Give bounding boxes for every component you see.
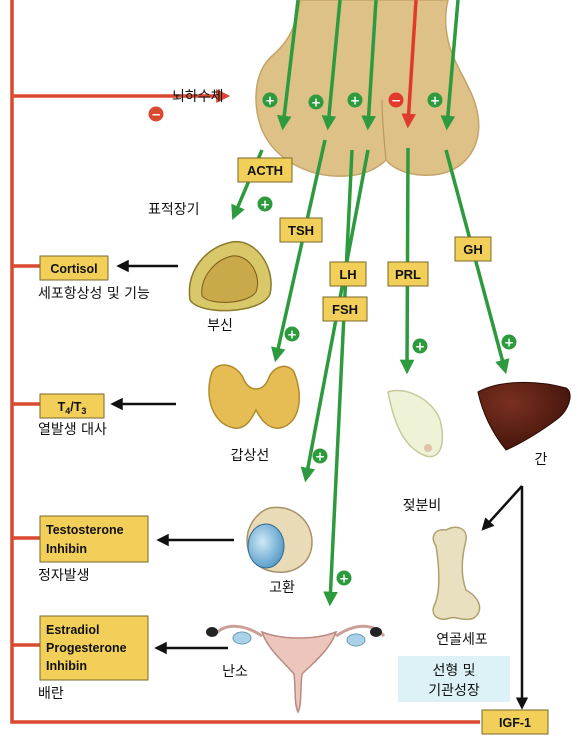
svg-text:−: − [391, 94, 401, 108]
adrenal-gland-illustration [189, 242, 271, 311]
svg-text:+: + [430, 94, 440, 108]
cortisol-effect-label: 세포항상성 및 기능 [38, 286, 150, 302]
chondrocyte-bone-illustration [433, 527, 479, 619]
svg-text:+: + [504, 336, 514, 350]
target-organ-label: 표적장기 [148, 202, 200, 218]
minus-sign: − [389, 93, 404, 108]
svg-text:기관성장: 기관성장 [428, 683, 480, 699]
svg-text:Cortisol: Cortisol [50, 262, 97, 276]
svg-text:FSH: FSH [332, 302, 358, 317]
hormone-box-tsh: TSH [280, 218, 322, 242]
chondrocyte-label: 연골세포 [436, 632, 488, 648]
thyroid-label: 갑상선 [231, 448, 270, 464]
hormone-box-prl: PRL [388, 262, 428, 286]
minus-sign: − [149, 107, 164, 122]
pituitary-label: 뇌하수체 [172, 89, 224, 105]
svg-text:+: + [260, 198, 270, 212]
plus-sign: + [348, 93, 363, 108]
plus-sign: + [313, 449, 328, 464]
svg-text:GH: GH [463, 242, 483, 257]
svg-text:+: + [350, 94, 360, 108]
testis-effect-label: 정자발생 [38, 568, 90, 584]
svg-text:+: + [287, 328, 297, 342]
svg-text:Inhibin: Inhibin [46, 659, 87, 673]
hormone-box-gh: GH [455, 237, 491, 261]
svg-text:Progesterone: Progesterone [46, 641, 127, 655]
svg-text:+: + [339, 572, 349, 586]
breast-illustration [388, 390, 442, 456]
breast-label: 젖분비 [403, 498, 442, 514]
svg-text:PRL: PRL [395, 267, 421, 282]
product-box-igf1: IGF-1 [482, 710, 548, 734]
svg-text:TSH: TSH [288, 223, 314, 238]
plus-sign: + [337, 571, 352, 586]
svg-text:+: + [265, 94, 275, 108]
adrenal-label: 부신 [207, 318, 233, 334]
product-box-testis: Testosterone Inhibin [40, 516, 148, 562]
plus-sign: + [285, 327, 300, 342]
svg-text:+: + [415, 340, 425, 354]
svg-text:IGF-1: IGF-1 [499, 716, 531, 730]
svg-text:ACTH: ACTH [247, 163, 283, 178]
hormone-box-lh: LH [330, 262, 366, 286]
svg-text:+: + [311, 96, 321, 110]
svg-text:−: − [151, 108, 161, 122]
svg-text:LH: LH [339, 267, 356, 282]
testis-illustration [247, 507, 312, 572]
svg-text:Estradiol: Estradiol [46, 623, 100, 637]
thyroid-gland-illustration [209, 365, 299, 428]
plus-sign: + [428, 93, 443, 108]
liver-label: 간 [535, 452, 548, 468]
ovary-label: 난소 [222, 664, 248, 680]
prl-arrow [407, 148, 408, 370]
testis-label: 고환 [269, 580, 295, 596]
thyroid-effect-label: 열발생 대사 [38, 422, 107, 438]
plus-sign: + [502, 335, 517, 350]
svg-text:선형 및: 선형 및 [432, 663, 475, 679]
plus-sign: + [309, 95, 324, 110]
svg-text:Testosterone: Testosterone [46, 523, 124, 537]
product-box-ovary: Estradiol Progesterone Inhibin [40, 616, 148, 680]
pituitary-gland [256, 0, 479, 176]
growth-effect-box: 선형 및 기관성장 [398, 656, 510, 702]
liver-illustration [478, 382, 570, 450]
fsh-arrow [330, 150, 352, 602]
hormone-box-fsh: FSH [323, 297, 367, 321]
product-box-t4-t3: T4/T3 [40, 394, 104, 418]
plus-sign: + [263, 93, 278, 108]
svg-text:+: + [315, 450, 325, 464]
plus-sign: + [258, 197, 273, 212]
ovary-effect-label: 배란 [38, 686, 64, 702]
product-box-cortisol: Cortisol [40, 256, 108, 280]
hormone-box-acth: ACTH [238, 158, 292, 182]
plus-sign: + [413, 339, 428, 354]
svg-text:Inhibin: Inhibin [46, 542, 87, 556]
